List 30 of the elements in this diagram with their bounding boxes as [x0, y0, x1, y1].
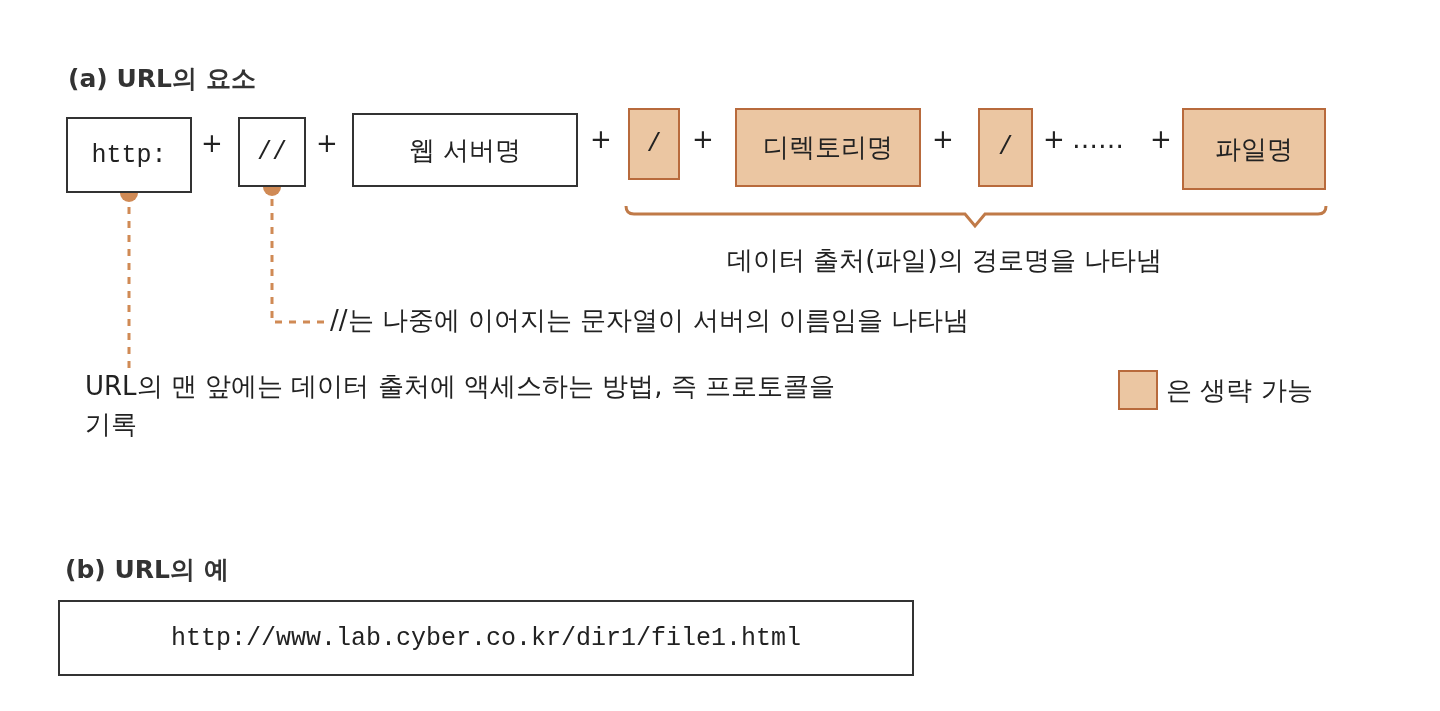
part-label: 웹 서버명	[408, 133, 522, 167]
section-heading: (b) URL의 예	[65, 554, 229, 586]
annotation-text: //는 나중에 이어지는 문자열이 서버의 이름임을 나타냄	[330, 304, 971, 337]
operator-label: +	[692, 124, 714, 154]
url-part-box	[58, 600, 914, 676]
url-part-box	[352, 113, 578, 187]
operator-label: +	[932, 124, 954, 154]
optional-part-box	[735, 108, 921, 187]
operator-label: +	[590, 124, 612, 154]
legend-label: 은 생략 가능	[1166, 373, 1313, 407]
operator-label: +	[316, 128, 338, 158]
url-part-box	[66, 117, 192, 193]
optional-part-box	[1182, 108, 1326, 190]
part-label: /	[646, 129, 662, 159]
operator-label: ……	[1072, 124, 1124, 154]
part-label: /	[998, 133, 1013, 162]
operator-label: +	[1150, 124, 1172, 154]
annotation-text: URL의 맨 앞에는 데이터 출처에 액세스하는 방법, 즉 프로토콜을 기록	[85, 370, 836, 441]
part-label: //	[257, 137, 287, 167]
url-part-box	[238, 117, 306, 187]
part-label: 파일명	[1215, 132, 1293, 166]
operator-label: +	[1043, 124, 1065, 154]
brace-label: 데이터 출처(파일)의 경로명을 나타냄	[727, 244, 1163, 277]
optional-part-box	[978, 108, 1033, 187]
part-label: http:	[91, 140, 167, 170]
optional-part-box	[628, 108, 680, 180]
section-heading: (a) URL의 요소	[68, 63, 256, 95]
part-label: http://www.lab.cyber.co.kr/dir1/file1.html	[170, 623, 802, 653]
part-label: 디렉토리명	[763, 131, 893, 164]
operator-label: +	[201, 128, 223, 158]
